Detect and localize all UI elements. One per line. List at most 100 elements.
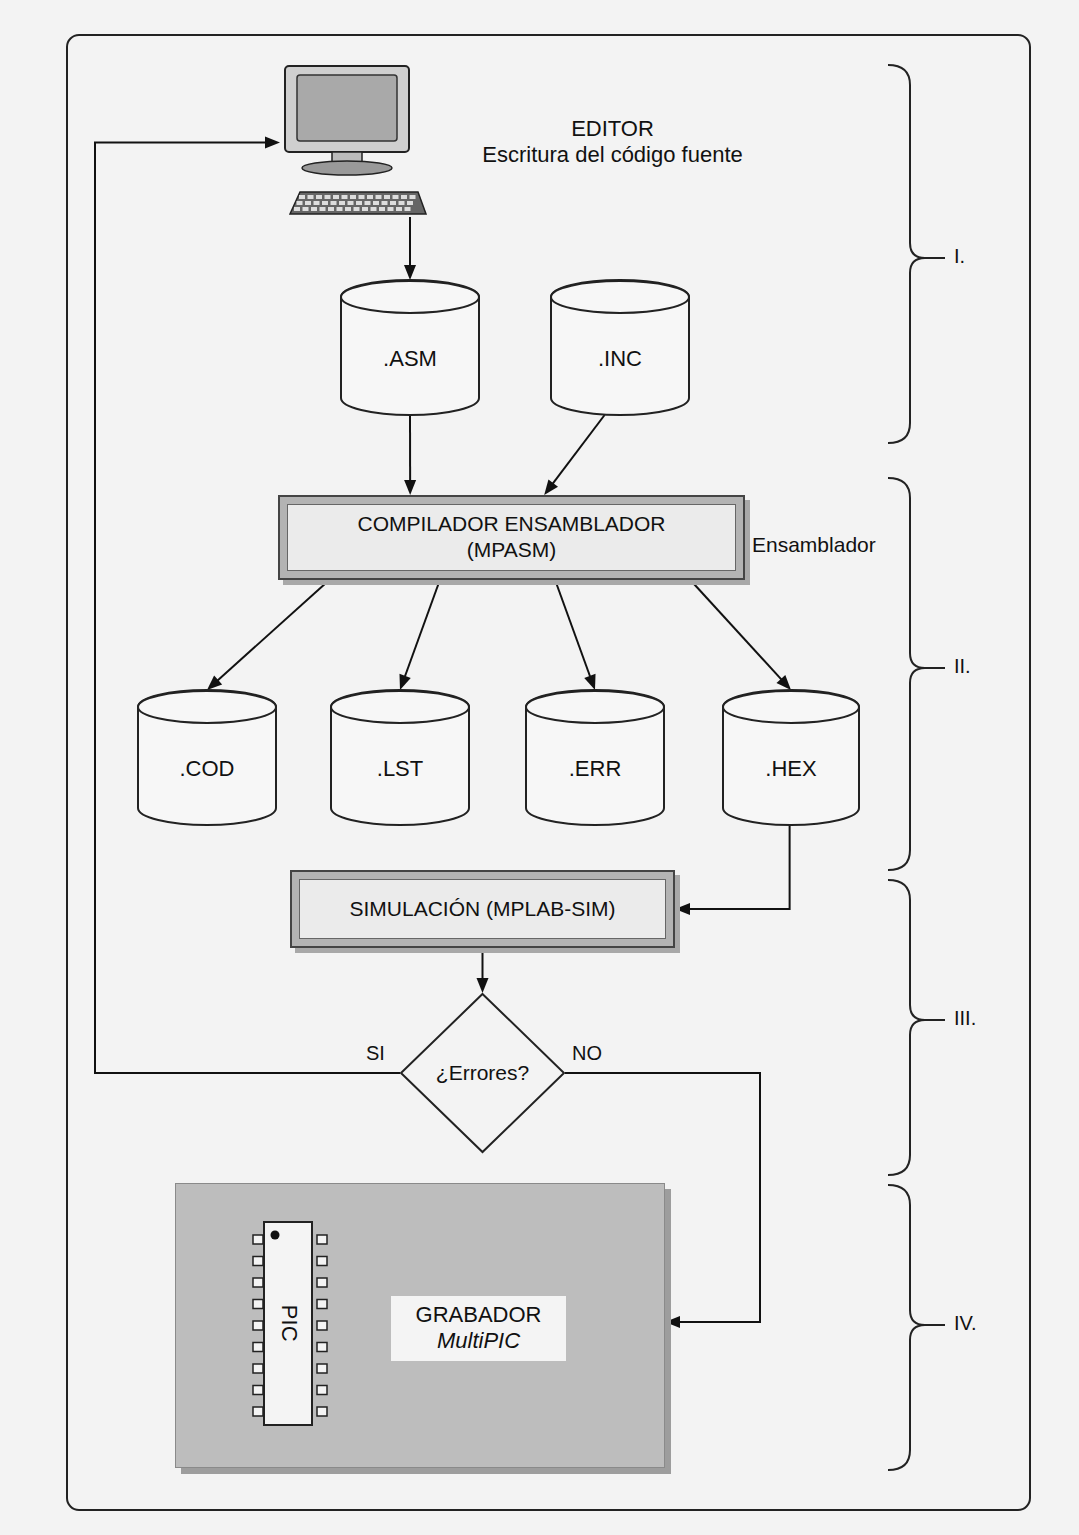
outer-frame — [67, 35, 1030, 1510]
pin — [317, 1278, 327, 1287]
key — [382, 201, 388, 205]
chip-label: PIC — [275, 1305, 301, 1342]
computer-icon — [280, 62, 430, 217]
connector-line — [687, 825, 790, 909]
key — [322, 201, 328, 205]
cylinder-body — [331, 690, 469, 825]
bracket — [888, 1185, 925, 1470]
key — [371, 207, 377, 211]
cylinder-body — [341, 280, 479, 415]
section-brackets — [888, 65, 945, 1470]
cylinder-top — [723, 691, 859, 723]
cylinder-text: .HEX — [722, 690, 860, 825]
key — [399, 201, 405, 205]
programmer-label-plate: GRABADORMultiPIC — [391, 1296, 566, 1361]
key — [303, 207, 309, 211]
file-cylinder: .HEX — [722, 690, 860, 825]
key — [331, 201, 337, 205]
file-cylinder: .LST — [330, 690, 470, 825]
file-extension: .ASM — [383, 346, 437, 372]
key — [388, 207, 394, 211]
process-box: COMPILADOR ENSAMBLADOR (MPASM) — [278, 495, 745, 580]
pin — [317, 1321, 327, 1330]
key — [337, 207, 343, 211]
pin — [253, 1321, 263, 1330]
file-cylinder: .INC — [550, 280, 690, 415]
flow-connector — [544, 415, 604, 495]
cylinder-top — [526, 691, 664, 723]
cylinder-top — [341, 281, 479, 313]
pin — [253, 1278, 263, 1287]
pin — [317, 1235, 327, 1244]
pin — [253, 1386, 263, 1395]
key — [297, 201, 303, 205]
cylinder-top — [138, 691, 276, 723]
key — [359, 195, 365, 199]
stage-label: Ensamblador — [750, 533, 878, 557]
section-number: II. — [952, 655, 973, 678]
key — [410, 195, 416, 199]
pin — [317, 1300, 327, 1309]
key — [393, 195, 399, 199]
decision-label: ¿Errores? — [436, 1060, 529, 1085]
key — [294, 207, 300, 211]
connector-line — [404, 580, 440, 679]
cylinder-text: .LST — [330, 690, 470, 825]
chip-text: PIC — [265, 1223, 311, 1424]
section-number: III. — [952, 1007, 978, 1030]
section-number: I. — [952, 245, 967, 268]
arrow-head — [544, 479, 558, 495]
bracket-tick — [925, 1019, 945, 1021]
monitor-base — [302, 161, 392, 175]
cylinder-body — [138, 690, 276, 825]
key — [328, 207, 334, 211]
key — [345, 207, 351, 211]
pin — [253, 1364, 263, 1373]
key — [362, 207, 368, 211]
key — [348, 201, 354, 205]
flow-connector — [690, 580, 791, 691]
cylinder-body — [723, 690, 859, 825]
editor-station: EDITOREscritura del código fuente — [280, 62, 780, 217]
key — [342, 195, 348, 199]
key — [365, 201, 371, 205]
cylinder-body — [526, 690, 664, 825]
connector-line — [409, 217, 411, 268]
pin — [317, 1386, 327, 1395]
edge-label: SI — [364, 1042, 387, 1065]
bracket-tick — [925, 1324, 945, 1326]
cylinder-text: .COD — [137, 690, 277, 825]
key — [373, 201, 379, 205]
editor-text: EDITOREscritura del código fuente — [445, 116, 780, 169]
connector-line — [551, 415, 604, 485]
key — [367, 195, 373, 199]
flow-connector — [207, 580, 330, 691]
pin — [253, 1300, 263, 1309]
pin — [253, 1257, 263, 1266]
key — [314, 201, 320, 205]
file-extension: .COD — [180, 756, 235, 782]
flow-connector — [404, 217, 416, 280]
key — [396, 207, 402, 211]
monitor-case — [285, 66, 409, 152]
bracket-tick — [925, 257, 945, 259]
pin — [253, 1407, 263, 1416]
diamond-shape — [401, 994, 564, 1152]
cylinder-text: .ASM — [340, 280, 480, 415]
key — [354, 207, 360, 211]
key — [356, 201, 362, 205]
flow-connector — [399, 580, 440, 691]
diamond-text: ¿Errores? — [400, 993, 565, 1153]
node-title: EDITOR — [445, 116, 780, 142]
key — [320, 207, 326, 211]
node-subtitle: MultiPIC — [401, 1328, 556, 1354]
bracket — [888, 65, 925, 443]
key — [376, 195, 382, 199]
keyboard — [290, 192, 426, 214]
pin — [317, 1364, 327, 1373]
cylinder-text: .ERR — [525, 690, 665, 825]
file-extension: .ERR — [569, 756, 622, 782]
pin — [317, 1343, 327, 1352]
